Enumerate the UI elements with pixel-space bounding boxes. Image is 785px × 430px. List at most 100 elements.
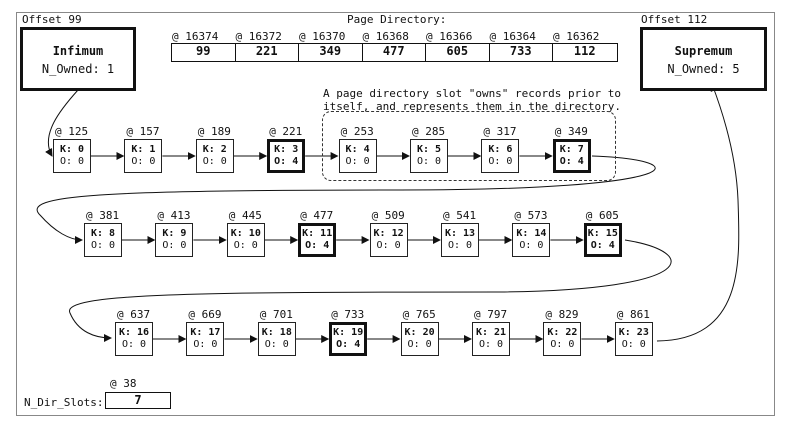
record-key: K: 14 <box>516 228 547 239</box>
record-key: K: 8 <box>90 228 116 239</box>
record-address: @ 125 <box>55 125 89 138</box>
directory-slot: 99 <box>172 44 236 61</box>
supremum-offset-label: Offset 112 <box>641 13 708 26</box>
record-address: @ 157 <box>126 125 160 138</box>
record-owned: O: 0 <box>550 339 575 350</box>
record-key: K: 6 <box>488 144 513 155</box>
record-key: K: 23 <box>618 327 649 338</box>
page-directory-title: Page Directory: <box>347 13 447 26</box>
record-address: @ 701 <box>259 308 293 321</box>
record-owned: O: 0 <box>233 240 258 251</box>
record-owned: O: 0 <box>407 339 432 350</box>
n-dir-slots-label: N_Dir_Slots: <box>24 396 104 409</box>
ownership-note: A page directory slot "owns" records pri… <box>323 87 621 113</box>
record-address: @ 765 <box>402 308 436 321</box>
directory-slot-address: @ 16368 <box>362 30 409 43</box>
directory-slot-address: @ 16366 <box>426 30 473 43</box>
record-owned: O: 0 <box>621 339 646 350</box>
record-owned: O: 0 <box>376 240 401 251</box>
record-owned: O: 0 <box>162 240 187 251</box>
record-address: @ 221 <box>269 125 303 138</box>
record-address: @ 509 <box>371 209 405 222</box>
record-key: K: 22 <box>547 327 578 338</box>
record-owned: O: 4 <box>274 156 299 167</box>
link-k23-to-supremum <box>656 83 740 342</box>
record-owned: O: 0 <box>59 156 85 167</box>
record-owned: O: 0 <box>264 339 289 350</box>
record-key: K: 11 <box>302 228 333 239</box>
record-owned: O: 4 <box>559 156 584 167</box>
record-key: K: 2 <box>202 144 227 155</box>
record-address: @ 253 <box>340 125 374 138</box>
record-address: @ 285 <box>412 125 446 138</box>
record-key: K: 0 <box>59 144 85 155</box>
record-owned: O: 4 <box>590 240 615 251</box>
record-key: K: 21 <box>475 327 507 338</box>
record-owned: O: 0 <box>121 339 147 350</box>
directory-slot: 477 <box>363 44 426 61</box>
record-key: K: 20 <box>404 327 435 338</box>
directory-slot-address: @ 16364 <box>489 30 536 43</box>
record-owned: O: 0 <box>488 156 513 167</box>
record-key: K: 9 <box>162 228 187 239</box>
record-owned: O: 4 <box>336 339 361 350</box>
record-address: @ 861 <box>616 308 650 321</box>
ownership-note-line-2: itself, and represents them in the direc… <box>323 100 622 113</box>
record-key: K: 13 <box>444 228 476 239</box>
directory-slot-address: @ 16370 <box>299 30 346 43</box>
record-address: @ 637 <box>117 308 151 321</box>
owned-group-outline <box>322 111 616 181</box>
directory-slot: 112 <box>573 44 596 58</box>
directory-slot-address: @ 16362 <box>553 30 600 43</box>
record-owned: O: 0 <box>519 240 544 251</box>
supremum-owned: N_Owned: 5 <box>667 62 740 76</box>
record-address: @ 573 <box>514 209 548 222</box>
n-dir-slots-address: @ 38 <box>110 377 137 390</box>
record-owned: O: 0 <box>447 240 473 251</box>
record-key: K: 1 <box>131 144 156 155</box>
supremum-record: Supremum N_Owned: 5 <box>640 27 767 91</box>
diagram-frame <box>16 12 775 416</box>
infimum-record: Infimum N_Owned: 1 <box>20 27 136 91</box>
directory-slot: 733 <box>490 44 553 61</box>
record-key: K: 15 <box>587 228 618 239</box>
link-infimum-to-k0 <box>45 89 79 157</box>
ownership-note-line-1: A page directory slot "owns" records pri… <box>323 87 622 100</box>
record-owned: O: 0 <box>202 156 227 167</box>
directory-slot: 221 <box>236 44 299 61</box>
record-key: K: 19 <box>333 327 364 338</box>
record-address: @ 445 <box>228 209 262 222</box>
record-address: @ 605 <box>585 209 619 222</box>
infimum-owned: N_Owned: 1 <box>41 62 115 76</box>
record-key: K: 3 <box>274 144 299 155</box>
record-owned: O: 0 <box>90 240 116 251</box>
record-key: K: 17 <box>190 327 221 338</box>
infimum-offset-label: Offset 99 <box>22 13 82 26</box>
record-address: @ 477 <box>300 209 334 222</box>
n-dir-slots-value: 7 <box>105 392 171 409</box>
record-address: @ 317 <box>483 125 517 138</box>
record-address: @ 189 <box>197 125 231 138</box>
